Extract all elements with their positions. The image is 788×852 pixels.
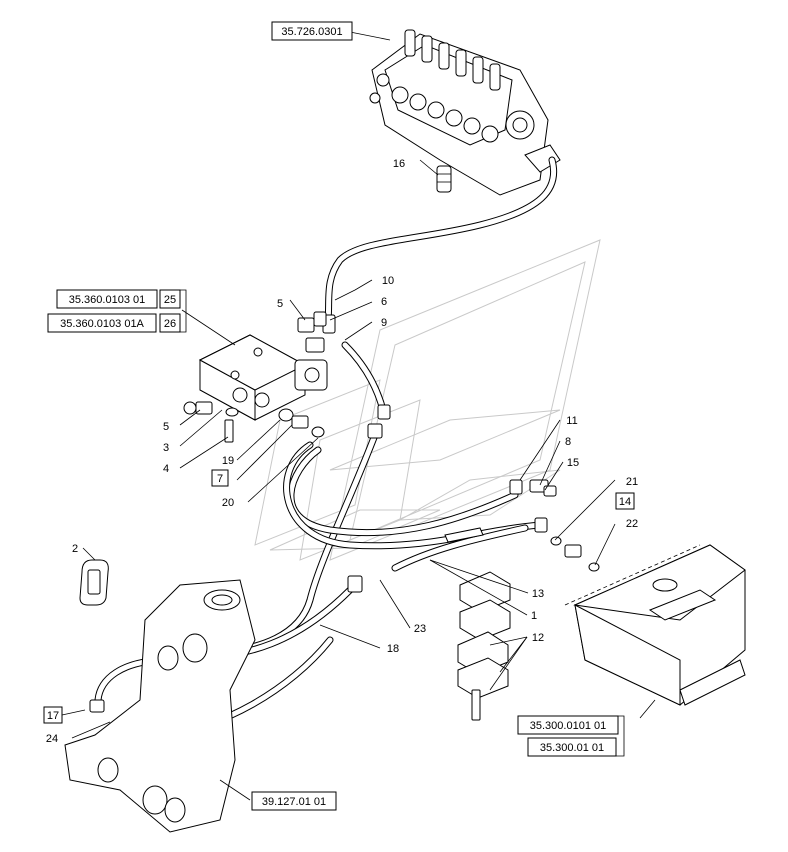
leader-lines (61, 30, 656, 801)
callout-24: 24 (46, 733, 58, 745)
callout-2: 2 (72, 543, 78, 555)
ref-block-b-num: 26 (164, 318, 176, 330)
tank-ref-bracket (616, 715, 625, 757)
callout-3: 3 (163, 442, 169, 454)
callout-17: 17 (43, 706, 63, 724)
callout-1: 1 (531, 610, 537, 622)
svg-text:17: 17 (47, 710, 59, 722)
ref-block-a-num: 25 (164, 294, 176, 306)
bracket-2 (79, 559, 109, 606)
ref-block-a: 35.360.0103 01 25 (56, 289, 181, 309)
svg-text:7: 7 (217, 473, 223, 485)
fitting-16 (436, 165, 452, 193)
callout-8: 8 (565, 436, 571, 448)
svg-text:14: 14 (619, 496, 631, 508)
callout-11: 11 (566, 415, 577, 427)
callout-21: 21 (626, 476, 638, 488)
callout-22: 22 (626, 518, 638, 530)
watermark-logo (254, 239, 601, 561)
clamp-blocks (444, 527, 511, 721)
callout-16: 16 (393, 158, 405, 170)
ref-frame-text: 39.127.01 01 (262, 796, 326, 808)
ref-block-a-text: 35.360.0103 01 (69, 294, 145, 306)
ref-tank-b: 35.300.01 01 (527, 737, 617, 757)
callout-19: 19 (222, 455, 234, 467)
callout-13: 13 (532, 588, 544, 600)
ref-block-b-text: 35.360.0103 01A (60, 318, 144, 330)
valve-block (198, 334, 328, 421)
callout-23: 23 (414, 623, 426, 635)
block-fittings (183, 311, 327, 443)
callout-12: 12 (532, 632, 544, 644)
callout-9: 9 (381, 317, 387, 329)
ref-tank-a: 35.300.0101 01 (517, 715, 619, 735)
loader-frame (64, 579, 256, 833)
ref-valve: 35.726.0301 (271, 21, 353, 41)
callout-5a: 5 (277, 298, 283, 310)
ref-tank-b-text: 35.300.01 01 (540, 742, 604, 754)
ref-frame: 39.127.01 01 (251, 791, 337, 811)
ref-valve-text: 35.726.0301 (281, 26, 342, 38)
ref-block-b: 35.360.0103 01A 26 (47, 313, 181, 333)
callout-6: 6 (381, 296, 387, 308)
block-ref-bracket (180, 289, 187, 333)
ref-tank-a-text: 35.300.0101 01 (530, 720, 606, 732)
hydraulic-tank (564, 544, 746, 706)
callout-4: 4 (163, 463, 169, 475)
callout-18: 18 (387, 643, 399, 655)
fittings-21-22 (529, 479, 600, 572)
callout-5b: 5 (163, 421, 169, 433)
callout-14: 14 (615, 492, 635, 510)
callout-20: 20 (222, 497, 234, 509)
callout-7: 7 (211, 469, 229, 487)
callout-15: 15 (567, 457, 579, 469)
control-valve (369, 29, 561, 196)
callout-10: 10 (382, 275, 394, 287)
